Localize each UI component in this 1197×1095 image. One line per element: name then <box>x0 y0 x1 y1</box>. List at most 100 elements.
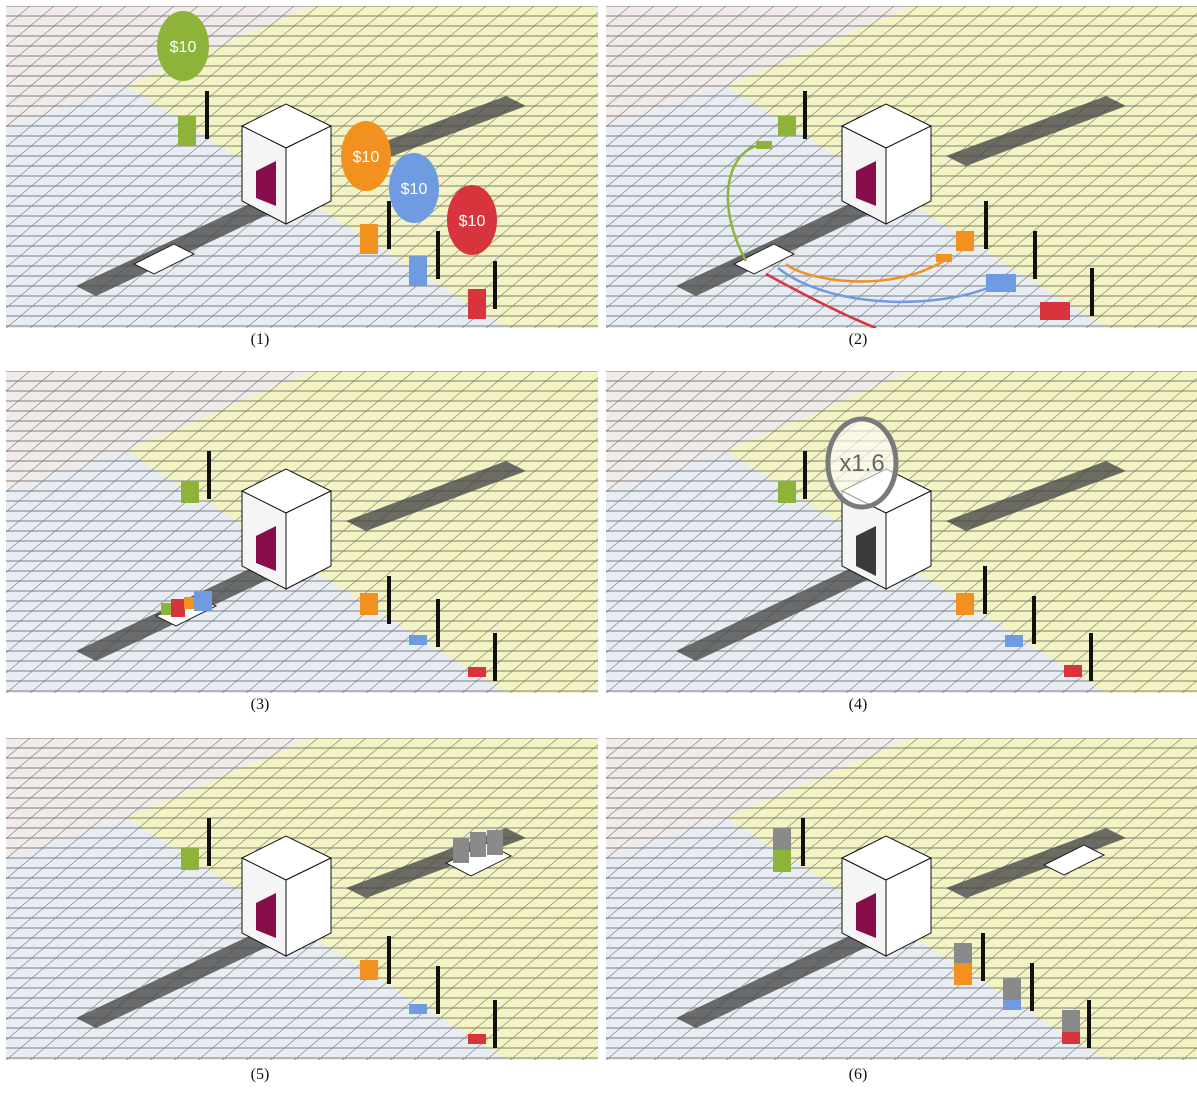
stack-orange <box>956 231 974 251</box>
flow-arrow-red <box>765 272 877 328</box>
box-right <box>285 857 332 957</box>
pallet-red <box>171 599 185 617</box>
stack-red <box>468 667 486 677</box>
person <box>1089 633 1093 681</box>
stack-orange <box>956 593 974 615</box>
empty-pallet <box>1042 844 1106 876</box>
scene <box>6 371 598 693</box>
person <box>207 818 211 866</box>
person <box>493 633 497 681</box>
caption-3: (3) <box>250 696 270 713</box>
person <box>205 91 209 139</box>
box-right <box>885 490 932 590</box>
person <box>436 231 440 279</box>
empty-pallet <box>132 243 196 275</box>
box-right <box>885 857 932 957</box>
output-gray <box>470 832 486 857</box>
stack-red <box>468 1034 486 1044</box>
person <box>1033 231 1037 279</box>
box-right <box>885 125 932 225</box>
conveyor-in <box>676 561 886 661</box>
flow-arrow-green <box>726 144 757 262</box>
caption-1: (1) <box>250 331 270 348</box>
stack-blue <box>1003 1000 1021 1010</box>
person <box>493 1000 497 1048</box>
stack-green <box>181 848 199 870</box>
tunnel <box>256 893 276 938</box>
output-gray <box>453 838 469 863</box>
returned-gray <box>954 943 972 963</box>
price-tag-orange: $10 <box>341 121 391 191</box>
stack-red <box>468 289 486 319</box>
person <box>1090 268 1094 316</box>
person <box>436 599 440 647</box>
person <box>983 566 987 614</box>
stack-blue <box>409 635 427 645</box>
price-label: $10 <box>401 181 428 198</box>
pallet-orange <box>184 597 194 609</box>
scene <box>606 6 1197 328</box>
person <box>387 201 391 249</box>
price-label: $10 <box>459 213 486 230</box>
stack-blue <box>409 256 427 286</box>
panel-6 <box>606 738 1197 1060</box>
person <box>984 201 988 249</box>
panel-1: $10 $10 $10 $10 <box>6 6 598 328</box>
person <box>1087 1000 1091 1048</box>
stack-blue <box>986 274 1016 292</box>
caption-5: (5) <box>250 1066 270 1083</box>
person <box>387 936 391 984</box>
stack-green <box>773 850 791 872</box>
panel-3 <box>6 371 598 693</box>
stack-blue <box>1005 635 1023 647</box>
panel-5 <box>6 738 598 1060</box>
stack-red <box>1062 1032 1080 1044</box>
person <box>1030 963 1034 1011</box>
stack-green <box>178 116 196 146</box>
caption-4: (4) <box>848 696 868 713</box>
person <box>803 91 807 139</box>
person <box>207 451 211 499</box>
stack-orange <box>360 593 378 615</box>
tunnel <box>856 161 876 206</box>
caption-2: (2) <box>848 331 868 348</box>
stack-green <box>181 481 199 503</box>
person <box>801 818 805 866</box>
tunnel <box>856 893 876 938</box>
stack-orange <box>360 960 378 980</box>
person <box>803 451 807 499</box>
panel-4: x1.6 <box>606 371 1197 693</box>
pallet-blue <box>194 591 212 611</box>
stack-orange <box>954 963 972 985</box>
door-closed <box>856 526 876 576</box>
person <box>1032 596 1036 644</box>
multiplier-badge: x1.6 <box>825 416 899 510</box>
stack-red <box>1064 665 1082 677</box>
scene <box>6 738 598 1060</box>
price-tag-blue: $10 <box>389 153 439 223</box>
stack-blue <box>409 1004 427 1014</box>
returned-gray <box>773 828 791 850</box>
pallet <box>732 243 796 275</box>
flow-arrow-orange <box>785 254 952 283</box>
price-tag-green: $10 <box>157 11 209 81</box>
scene <box>606 738 1197 1060</box>
conveyor-out <box>946 828 1126 898</box>
output-gray <box>487 830 503 855</box>
price-tag-red: $10 <box>447 185 497 255</box>
conveyor-out <box>946 96 1126 166</box>
caption-6: (6) <box>848 1066 868 1083</box>
conveyor-out <box>346 96 526 166</box>
person <box>387 576 391 624</box>
conveyor-in <box>76 928 286 1028</box>
flow-arrow-blue <box>777 267 989 304</box>
tunnel <box>256 161 276 206</box>
conveyor-out <box>946 461 1126 531</box>
conveyor-in <box>676 928 886 1028</box>
box-right <box>285 490 332 590</box>
stack-orange <box>360 224 378 254</box>
pallet-green <box>161 603 173 615</box>
returned-gray <box>1003 978 1021 1000</box>
person <box>436 966 440 1014</box>
moving-green <box>756 141 772 149</box>
